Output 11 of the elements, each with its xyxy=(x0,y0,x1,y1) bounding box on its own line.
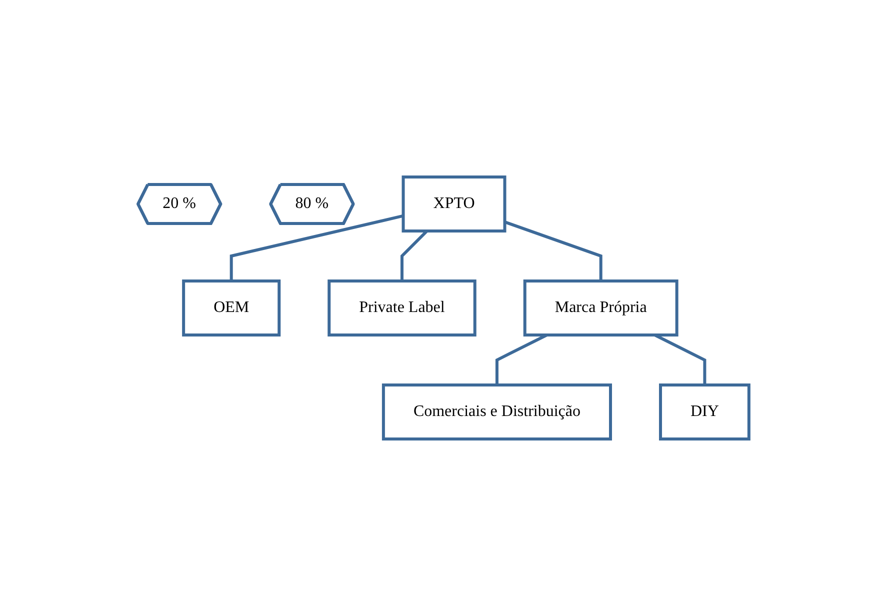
node-box: OEM xyxy=(182,280,280,336)
node-box: Marca Própria xyxy=(522,280,678,336)
connector xyxy=(495,334,548,385)
connector xyxy=(229,214,404,281)
connector xyxy=(400,230,428,281)
node-box: Private Label xyxy=(327,280,476,336)
connector xyxy=(654,334,706,385)
node-box: XPTO xyxy=(401,176,506,232)
node-box: DIY xyxy=(658,384,750,440)
connector xyxy=(504,220,602,281)
node-box: Comerciais e Distribuição xyxy=(381,384,612,440)
